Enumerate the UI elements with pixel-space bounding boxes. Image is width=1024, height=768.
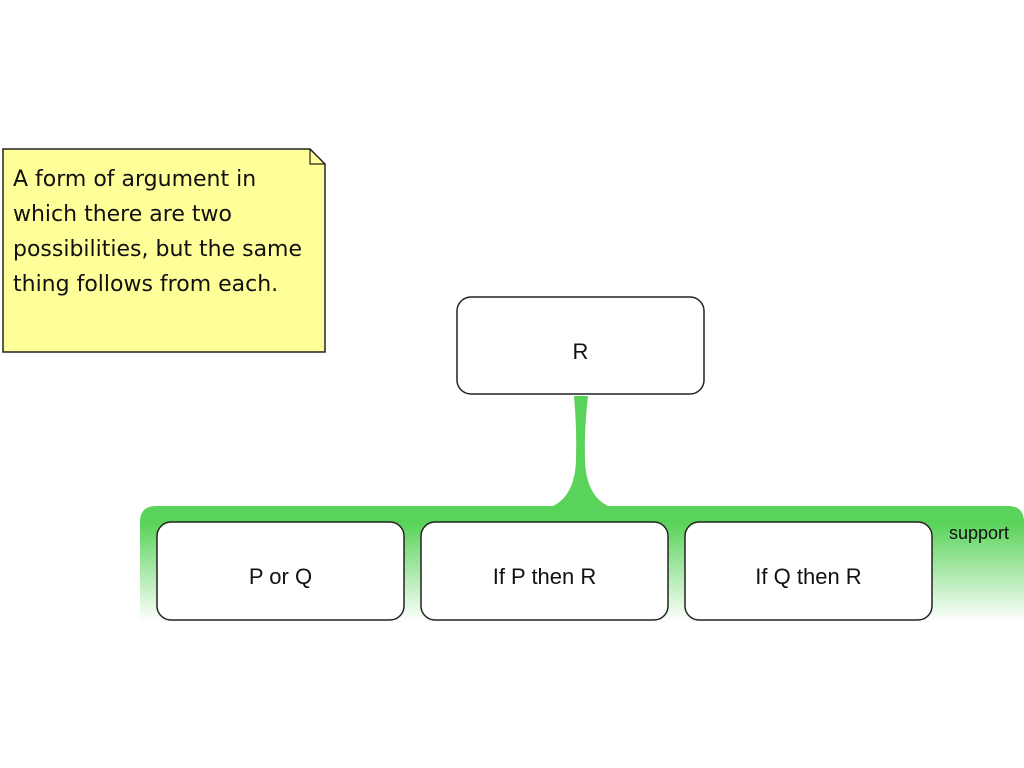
premise-label: P or Q bbox=[248, 564, 313, 589]
premise-box[interactable] bbox=[420, 521, 669, 621]
conclusion-label: R bbox=[572, 338, 589, 364]
premise-box[interactable] bbox=[684, 521, 933, 621]
support-connector bbox=[553, 396, 608, 506]
sticky-note[interactable] bbox=[2, 148, 326, 353]
premise-label: If Q then R bbox=[755, 564, 862, 589]
support-label: support bbox=[949, 523, 1010, 543]
premise-box[interactable] bbox=[156, 521, 405, 621]
note-text: A form of argument in which there are tw… bbox=[13, 167, 303, 297]
premise-label: If P then R bbox=[492, 564, 597, 589]
conclusion-box[interactable] bbox=[456, 296, 705, 395]
note-fold-corner bbox=[309, 149, 325, 165]
